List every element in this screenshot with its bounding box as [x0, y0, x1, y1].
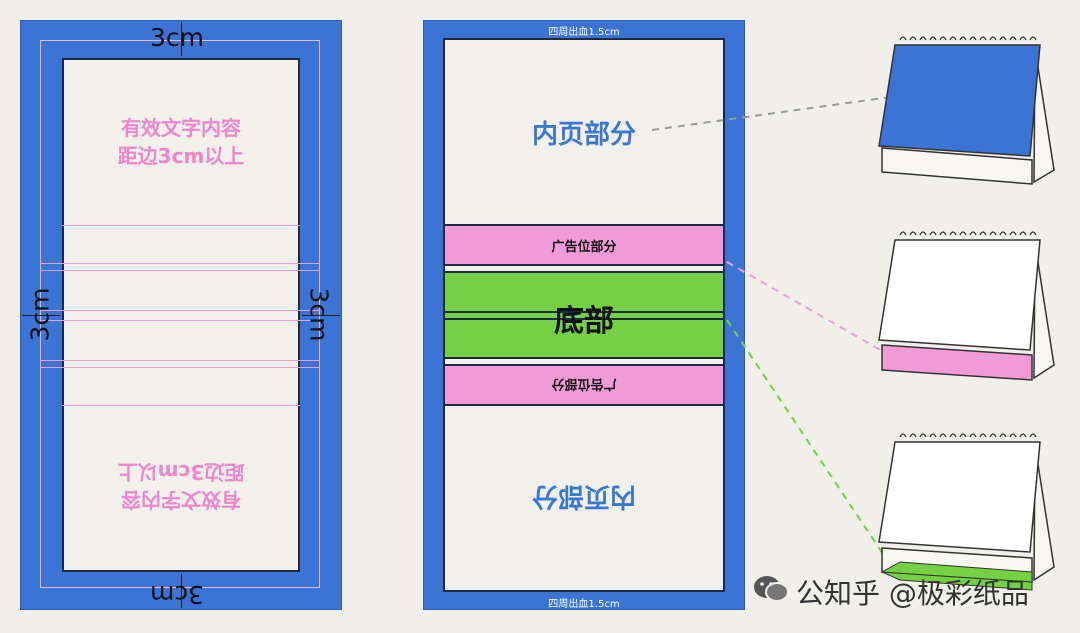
bleed-bottom-label: 四周出血1.5cm	[548, 599, 620, 610]
base-fold-line	[443, 318, 725, 320]
calendar-base-highlight	[878, 433, 1055, 591]
margin-top-label: 3cm	[150, 23, 205, 52]
guide-line	[40, 310, 320, 311]
left-panel-safe-area	[62, 58, 300, 572]
guide-line	[62, 405, 300, 406]
calendar-ad-highlight	[878, 231, 1055, 381]
base-band	[443, 271, 725, 359]
base-label: 底部	[554, 304, 614, 339]
guide-line	[40, 367, 320, 368]
guide-line	[40, 360, 320, 361]
watermark-text: 公知乎 @极彩纸品	[796, 577, 1029, 610]
wechat-icon	[752, 574, 790, 604]
guide-line	[62, 225, 300, 226]
guide-line	[40, 270, 320, 271]
bleed-top-label: 四周出血1.5cm	[548, 27, 620, 38]
connector-ad	[726, 261, 885, 353]
safe-text-top-line2: 距边3cm以上	[117, 144, 245, 168]
inner-page-top-label: 内页部分	[531, 120, 636, 150]
dim-tick-bottom	[181, 574, 182, 608]
connector-inner-page	[651, 95, 899, 131]
safe-text-top-line1: 有效文字内容	[121, 116, 241, 140]
ad-band-bottom	[443, 364, 725, 406]
dim-tick-right	[302, 315, 340, 316]
connector-base	[726, 319, 896, 573]
ad-band-top	[443, 224, 725, 266]
calendar-cover-highlight	[878, 36, 1055, 185]
ad-band-top-label: 广告位部分	[551, 240, 617, 255]
guide-line	[40, 263, 320, 264]
safe-text-top: 有效文字内容 距边3cm以上	[62, 114, 300, 170]
dim-tick-left	[22, 315, 60, 316]
dim-tick-top	[181, 22, 182, 56]
base-fold-line	[443, 311, 725, 313]
guide-line	[40, 320, 320, 321]
left-guide-frame	[40, 40, 320, 588]
